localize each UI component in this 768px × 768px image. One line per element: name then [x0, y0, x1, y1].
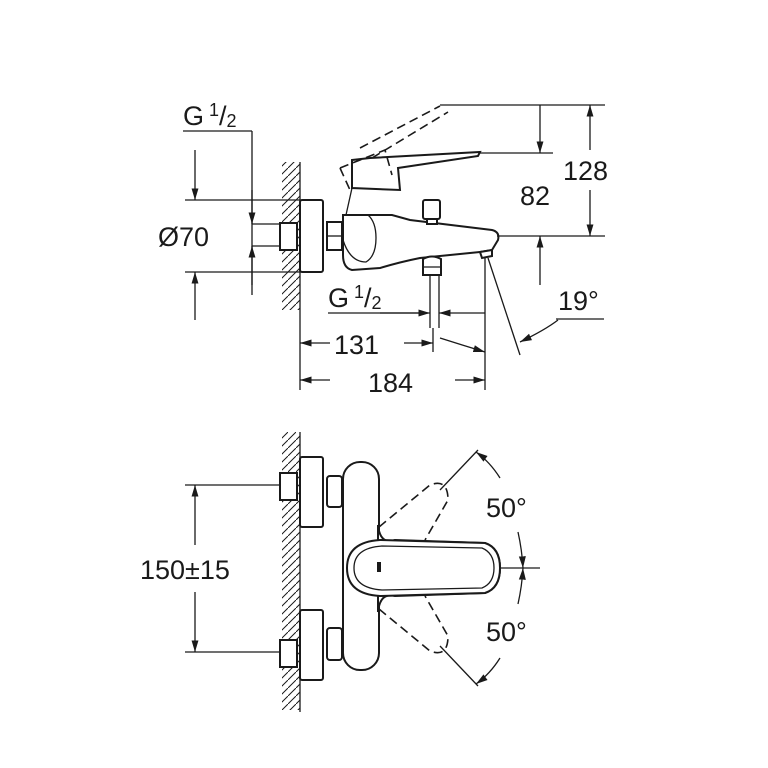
center-distance-label: 150±15: [140, 555, 230, 585]
nut-top: [326, 475, 343, 508]
diameter-label: Ø70: [158, 222, 209, 252]
spout-angle-label: 19°: [558, 286, 599, 316]
lever-marker: [377, 562, 381, 572]
connector: [279, 222, 298, 251]
lever-rotated-up: [378, 482, 449, 541]
lever-raised-outline: [339, 105, 449, 191]
flange-top: [299, 456, 324, 528]
lever-height-label: 82: [520, 181, 550, 211]
aerator: [478, 248, 493, 260]
total-depth-label: 184: [368, 368, 413, 398]
lever-angle-up-label: 50°: [486, 493, 527, 523]
shower-outlet: [422, 255, 442, 276]
mixer-body: [342, 214, 500, 272]
connector-top: [279, 472, 298, 501]
top-view: 150±15 50° 50°: [140, 432, 540, 712]
flange: [299, 199, 324, 273]
outlet-depth-label: 131: [334, 330, 379, 360]
diverter-knob: [422, 199, 441, 220]
total-height-label: 128: [563, 156, 608, 186]
nut-bottom: [326, 627, 343, 661]
flange-bottom: [299, 609, 324, 681]
lever: [351, 150, 482, 192]
connector-bottom: [279, 639, 298, 668]
lever-angle-down-label: 50°: [486, 617, 527, 647]
lever-top: [345, 538, 502, 598]
lever-rotated-down: [378, 595, 449, 654]
